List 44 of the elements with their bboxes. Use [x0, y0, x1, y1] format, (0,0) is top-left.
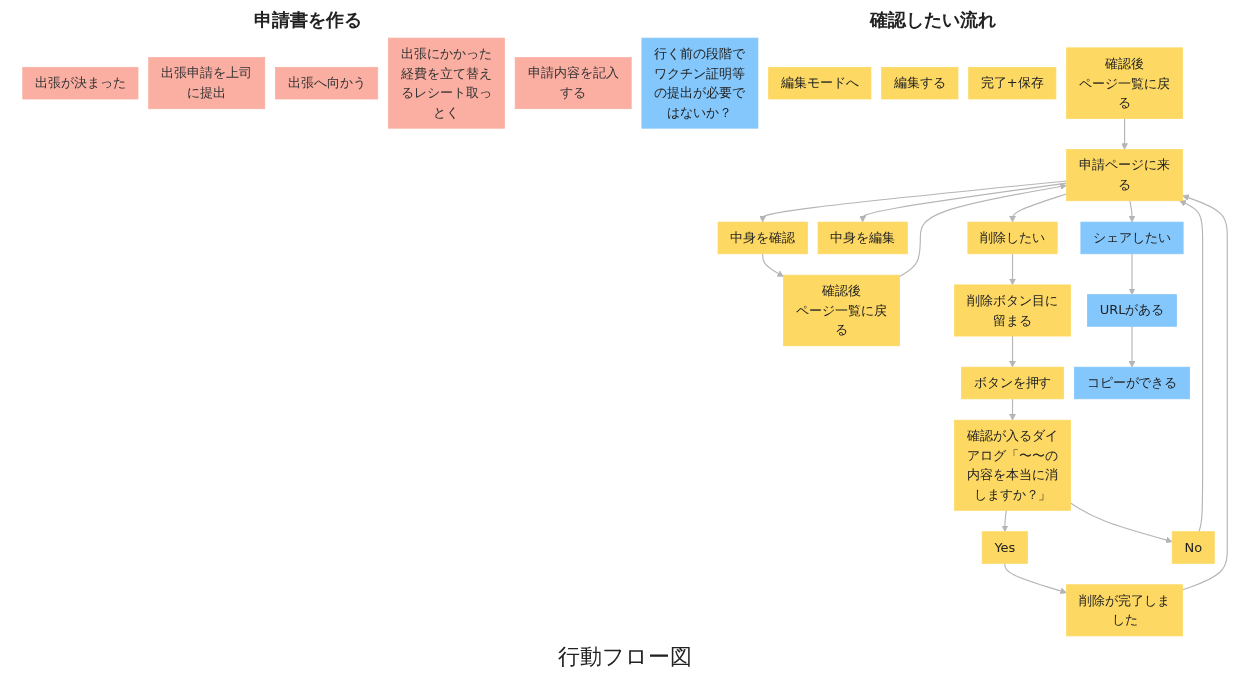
- arrow: [1004, 562, 1067, 595]
- arrow: [1009, 253, 1016, 286]
- arrow: [759, 180, 1068, 223]
- arrow: [1001, 509, 1009, 532]
- arrow: [1069, 502, 1173, 544]
- arrow: [1009, 193, 1068, 223]
- node-box: ボタンを押す: [961, 366, 1065, 400]
- node-box: No: [1171, 531, 1215, 564]
- node-box: 完了+保存: [968, 66, 1057, 100]
- arrow: [859, 182, 1068, 223]
- node-box: 申請内容を記入する: [514, 57, 632, 110]
- arrow: [1128, 200, 1136, 223]
- arrow: [1182, 194, 1228, 591]
- node-box: シェアしたい: [1080, 221, 1184, 255]
- node-box: 削除ボタン目に留まる: [954, 284, 1071, 337]
- section-heading: 申請書を作る: [254, 8, 362, 32]
- node-box: 出張へ向かう: [275, 66, 379, 100]
- node-box: 確認後 ページ一覧に戻る: [1066, 47, 1183, 119]
- node-box: 編集モードへ: [768, 66, 872, 100]
- arrow: [762, 253, 784, 277]
- figure-caption: 行動フロー図: [557, 643, 693, 671]
- arrow: [1128, 253, 1136, 295]
- arrow: [1128, 325, 1136, 368]
- node-box: 出張にかかった経費を立て替えるレシート取っとく: [388, 37, 505, 129]
- section-heading: 確認したい流れ: [870, 8, 996, 32]
- node-box: 確認が入るダイアログ「〜〜の内容を本当に消しますか？」: [954, 419, 1071, 511]
- node-box: Yes: [981, 531, 1028, 564]
- node-box: 中身を編集: [817, 221, 908, 255]
- arrow: [1121, 117, 1128, 150]
- node-box: URLがある: [1087, 294, 1177, 327]
- node-box: 削除が完了しました: [1066, 584, 1183, 637]
- arrow: [1009, 335, 1016, 368]
- node-box: 申請ページに来る: [1066, 149, 1183, 202]
- arrow: [898, 183, 1067, 278]
- node-box: コピーができる: [1073, 366, 1191, 400]
- node-box: 中身を確認: [717, 221, 808, 255]
- node-box: 出張が決まった: [22, 66, 139, 100]
- arrow: [1179, 200, 1204, 533]
- node-box: 削除したい: [967, 221, 1058, 255]
- node-box: 行く前の段階でワクチン証明等の提出が必要ではないか？: [641, 37, 759, 129]
- node-box: 出張申請を上司に提出: [148, 57, 266, 110]
- node-box: 確認後 ページ一覧に戻る: [783, 274, 900, 347]
- node-box: 編集する: [881, 66, 959, 100]
- arrow: [1009, 398, 1016, 421]
